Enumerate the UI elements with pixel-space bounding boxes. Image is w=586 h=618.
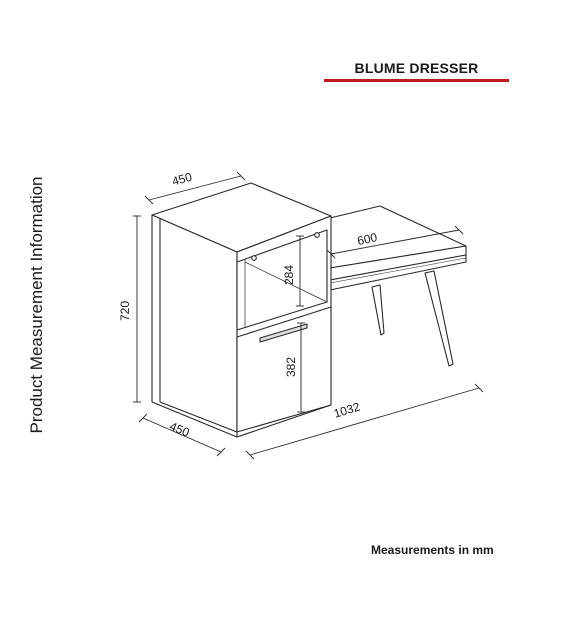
dim-shelf-height xyxy=(296,235,304,307)
label-total-height: 720 xyxy=(118,301,132,321)
dim-bottom-depth xyxy=(138,413,226,457)
dim-bench-length xyxy=(326,225,464,259)
shelf-floor-edge xyxy=(244,261,328,303)
bench-leg-front xyxy=(424,270,454,367)
product-title: BLUME DRESSER xyxy=(354,60,479,76)
side-bottom-edge xyxy=(159,401,238,433)
label-bottom-depth: 450 xyxy=(168,419,192,440)
label-total-width: 1032 xyxy=(332,399,362,420)
label-shelf-height: 284 xyxy=(282,265,296,285)
dim-drawer-height xyxy=(297,322,305,413)
drawer-handle xyxy=(259,323,308,343)
label-bench-length: 600 xyxy=(356,230,379,248)
label-drawer-height: 382 xyxy=(284,357,298,377)
title-underline xyxy=(324,79,509,82)
label-top-depth: 450 xyxy=(170,170,193,189)
shelf-pin-right xyxy=(314,232,320,238)
dim-top-depth xyxy=(144,171,246,205)
dim-total-width xyxy=(245,383,484,460)
dim-total-height xyxy=(133,215,141,403)
bench-groove xyxy=(329,257,467,284)
bench-leg-back xyxy=(371,284,385,336)
shelf-pin-left xyxy=(251,255,257,261)
units-note: Measurements in mm xyxy=(371,543,494,557)
